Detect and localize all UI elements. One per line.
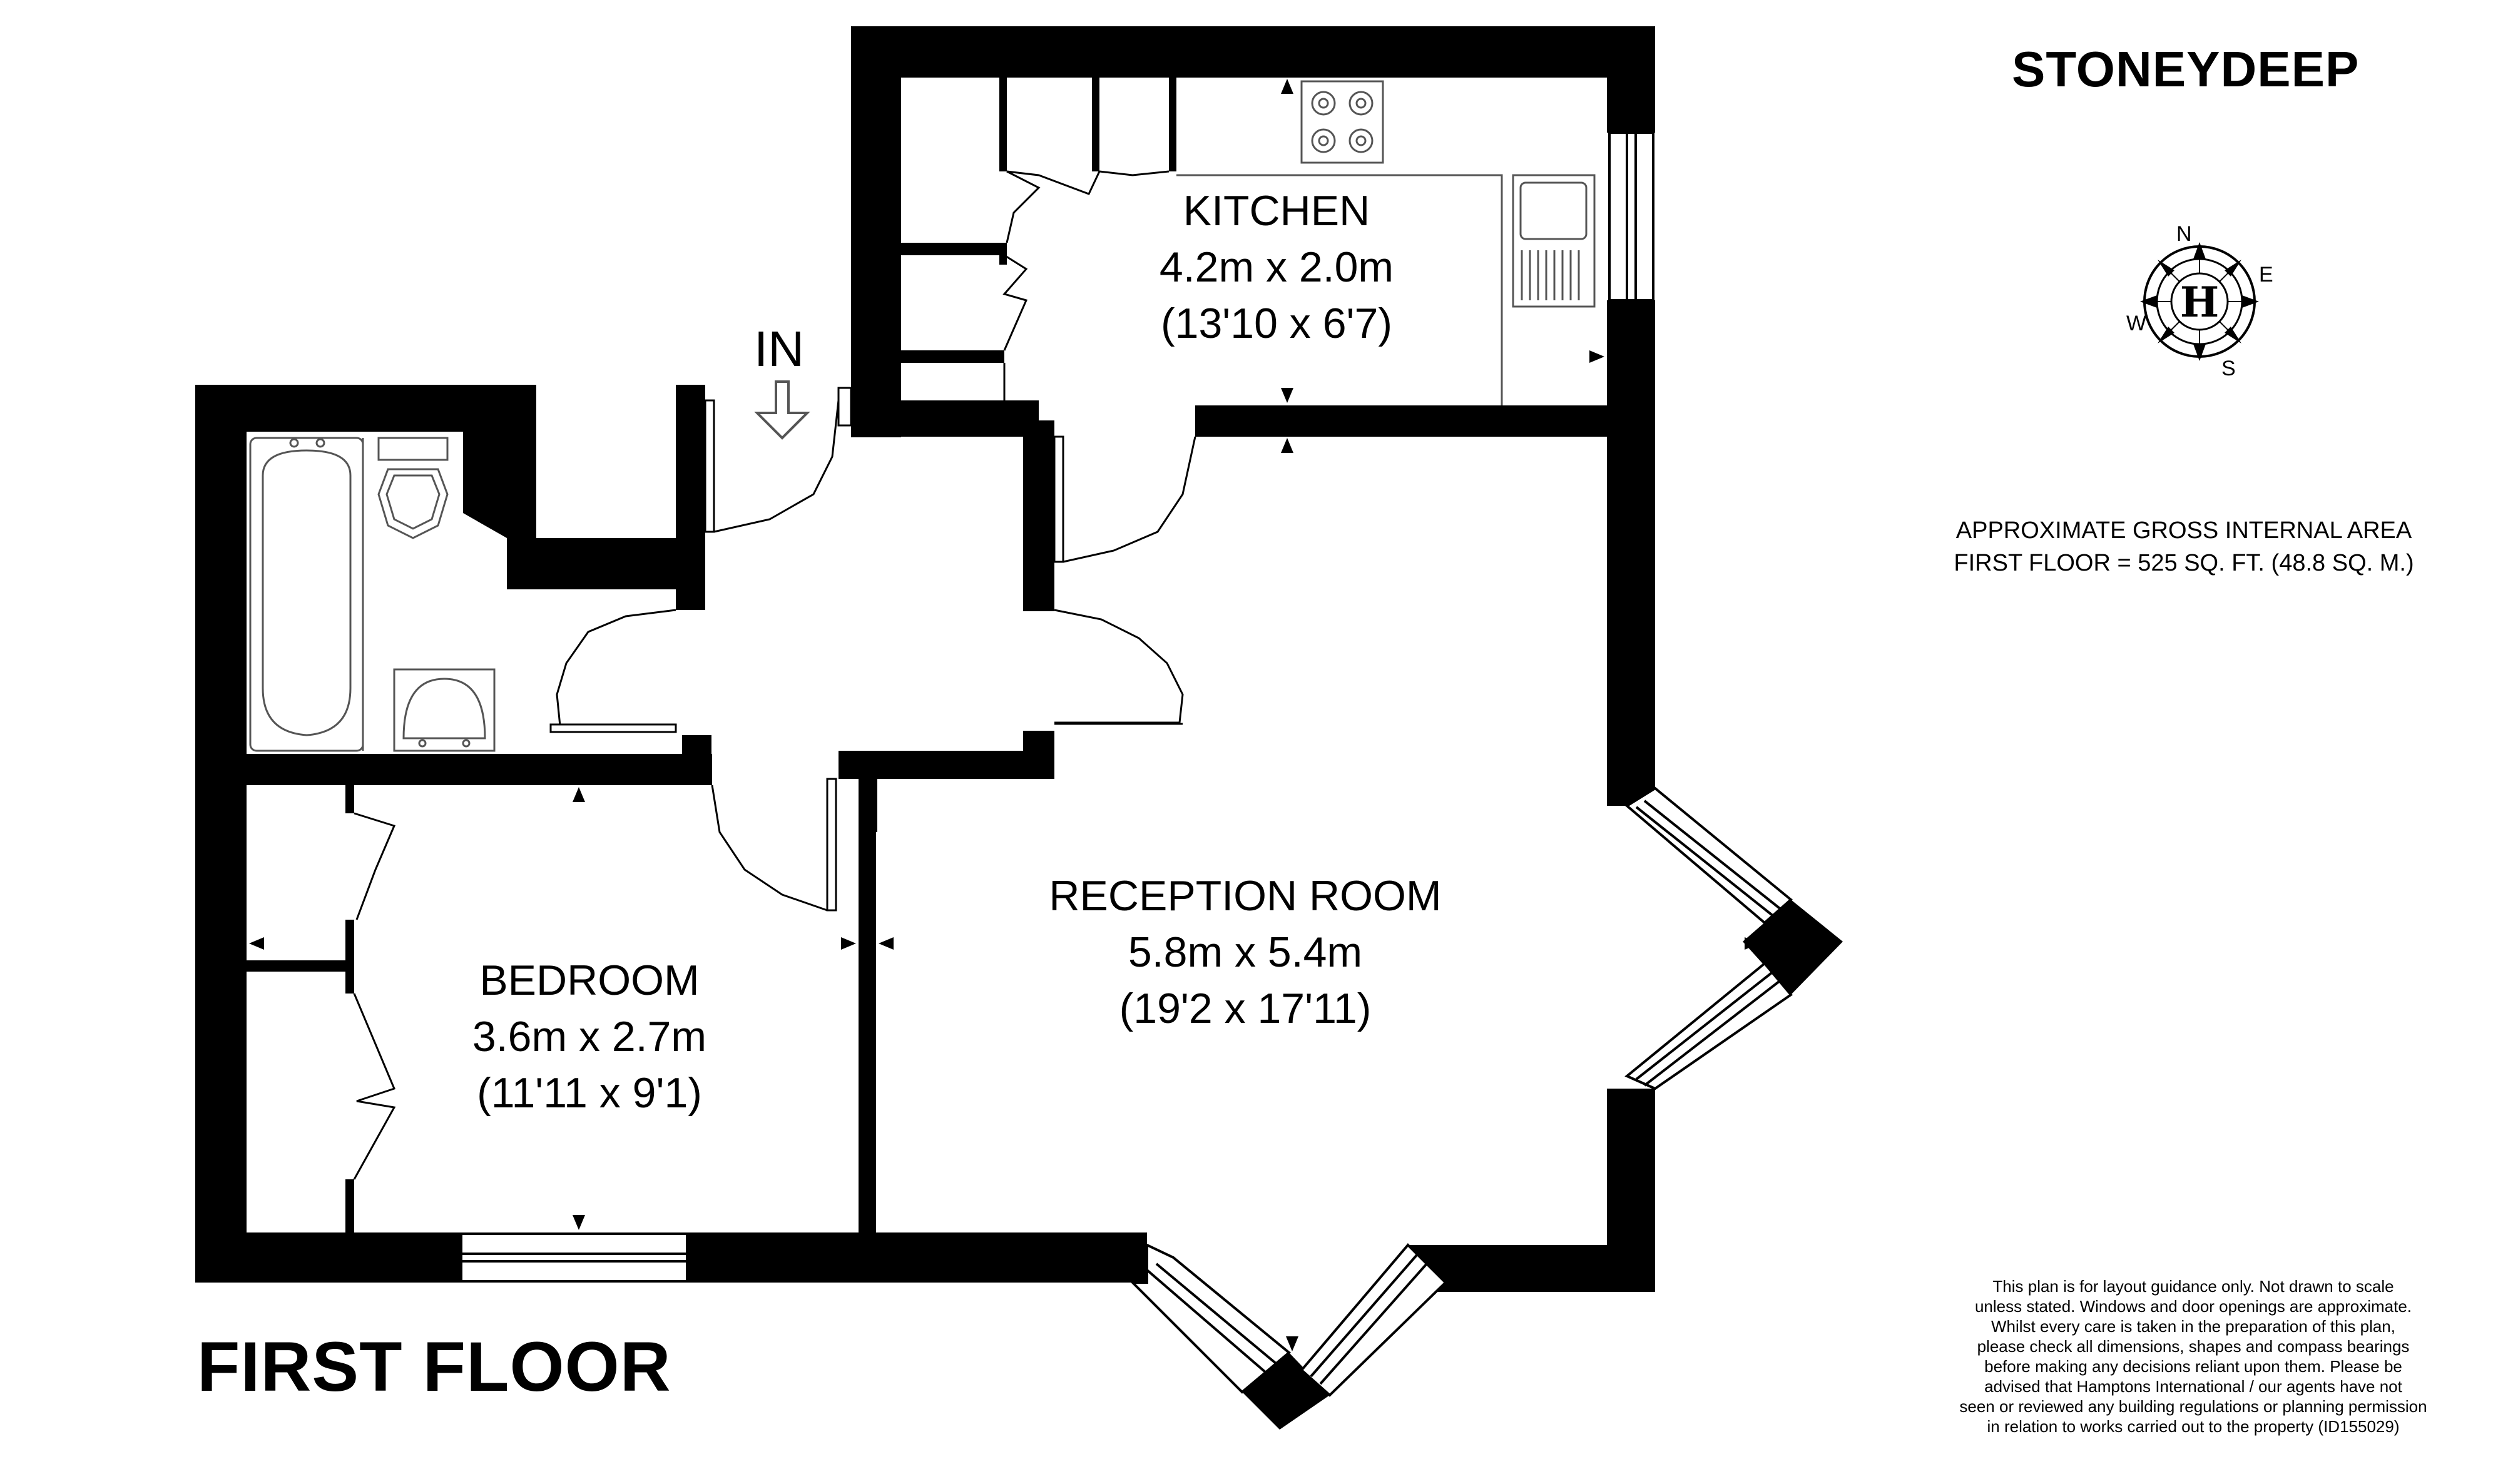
east-bay-window-lower: [1624, 962, 1793, 1090]
cupboard-door-3: [1099, 170, 1170, 176]
kitchen-cupboard-wall-4: [1092, 78, 1099, 171]
kitchen-imperial: (13'10 x 6'7): [1161, 300, 1392, 347]
bedroom-right-wall-top: [859, 770, 877, 832]
floor-title: FIRST FLOOR: [197, 1328, 671, 1406]
doors: [353, 170, 1196, 1180]
bottom-wall-right: [1408, 1245, 1655, 1292]
bathtub: [249, 437, 364, 752]
toilet-bowl: [377, 468, 449, 539]
kitchen-door-leaf: [1053, 435, 1064, 563]
washbasin: [393, 668, 496, 752]
wardrobe-partition-post: [345, 920, 354, 994]
kitchen-name: KITCHEN: [1183, 187, 1370, 235]
disclaimer-line: advised that Hamptons International / ou…: [1984, 1377, 2402, 1396]
compass-w: W: [2126, 312, 2146, 335]
east-bay-corner: [1743, 900, 1843, 995]
kitchen-worktop: [1176, 174, 1503, 405]
bedroom-window: [460, 1232, 688, 1283]
disclaimer-line: before making any decisions reliant upon…: [1984, 1357, 2402, 1376]
bathroom-chimney-breast: [463, 385, 705, 610]
disclaimer-line: unless stated. Windows and door openings…: [1974, 1297, 2412, 1316]
south-bay-window-left: [1129, 1243, 1292, 1394]
bedroom-reception-wall: [859, 770, 876, 1270]
kitchen-metric: 4.2m x 2.0m: [1160, 243, 1394, 291]
disclaimer-line: in relation to works carried out to the …: [1987, 1417, 2400, 1436]
kitchen-cupboard-wall-2: [901, 350, 1004, 363]
wardrobe-partition-post-top: [345, 782, 354, 813]
bedroom-door-swing: [711, 785, 828, 912]
room-label-bedroom: BEDROOM 3.6m x 2.7m (11'11 x 9'1): [472, 957, 706, 1117]
kitchen-cupboard-wall-3: [999, 78, 1007, 171]
wardrobe-door-upper: [354, 812, 396, 920]
wardrobe-partition-post-bottom: [345, 1179, 354, 1232]
kitchen-sink: [1512, 174, 1596, 308]
kitchen-cupboard-wall-1: [901, 243, 1004, 255]
hall-divider-wall: [1023, 420, 1054, 611]
cupboard-door-4: [1002, 254, 1028, 351]
walls: [195, 26, 1843, 1430]
bedroom-door-leaf: [826, 778, 837, 912]
bottom-wall-middle: [687, 1232, 1147, 1283]
cupboard-door-1: [1006, 170, 1041, 243]
hob: [1300, 80, 1384, 164]
kitchen-cupboard-wall-6: [999, 243, 1007, 265]
entrance-door-jamb: [837, 387, 852, 427]
bedroom-imperial: (11'11 x 9'1): [477, 1069, 702, 1117]
dimension-arrows: [249, 79, 1760, 1351]
compass-rose-icon: H: [2140, 242, 2259, 361]
reception-metric: 5.8m x 5.4m: [1128, 928, 1362, 976]
compass-s: S: [2221, 357, 2236, 380]
bathroom-door-leaf: [549, 723, 677, 733]
cupboard-door-2: [1006, 170, 1101, 195]
kitchen-wall-top: [851, 26, 1655, 78]
wardrobe-door-lower: [353, 993, 396, 1180]
reception-door-swing: [1054, 609, 1184, 724]
wardrobe-partition: [247, 960, 353, 972]
disclaimer: This plan is for layout guidance only. N…: [1902, 1276, 2484, 1436]
disclaimer-line: This plan is for layout guidance only. N…: [1992, 1277, 2394, 1296]
kitchen-door-swing: [1063, 436, 1196, 563]
area-summary: APPROXIMATE GROSS INTERNAL AREA FIRST FL…: [1915, 514, 2453, 579]
bathroom-door-swing: [556, 609, 676, 727]
entrance-arrow-icon: [754, 380, 810, 440]
windows: [460, 131, 1793, 1397]
disclaimer-line: please check all dimensions, shapes and …: [1977, 1337, 2410, 1356]
kitchen-wall-left: [851, 26, 901, 437]
compass-emblem: H: [2180, 278, 2219, 327]
compass-e: E: [2259, 263, 2273, 287]
reception-imperial: (19'2 x 17'11): [1119, 985, 1372, 1032]
room-label-kitchen: KITCHEN 4.2m x 2.0m (13'10 x 6'7): [1160, 187, 1394, 347]
entrance-door-leaf: [704, 399, 715, 533]
bathroom-wall-bottom: [195, 754, 711, 785]
kitchen-bottom-wall-left: [851, 400, 1039, 437]
bedroom-metric: 3.6m x 2.7m: [472, 1013, 706, 1060]
disclaimer-line: Whilst every care is taken in the prepar…: [1991, 1317, 2395, 1336]
toilet-cistern: [377, 437, 449, 461]
hall-wall-entrance-left: [676, 385, 705, 610]
room-label-reception: RECEPTION ROOM 5.8m x 5.4m (19'2 x 17'11…: [1049, 872, 1441, 1032]
bathtub-basin: [262, 449, 352, 736]
reception-name: RECEPTION ROOM: [1049, 872, 1441, 920]
reception-wall-right-upper: [1607, 405, 1655, 806]
left-outer-wall: [195, 385, 247, 1283]
kitchen-wall-right-upper: [1607, 26, 1655, 133]
property-name: STONEYDEEP: [2012, 41, 2360, 97]
entrance-label: IN: [754, 321, 804, 377]
kitchen-cupboard-wall-5: [1169, 78, 1176, 171]
south-bay-corner: [1242, 1353, 1330, 1430]
area-line-1: APPROXIMATE GROSS INTERNAL AREA: [1955, 517, 2412, 544]
entrance-door-swing: [713, 400, 840, 533]
fixtures: [249, 80, 1596, 752]
kitchen-window: [1608, 131, 1654, 302]
bedroom-name: BEDROOM: [479, 957, 699, 1004]
bedroom-door-jamb: [693, 754, 712, 785]
east-bay-window-upper: [1624, 786, 1793, 925]
compass-n: N: [2176, 222, 2192, 246]
area-line-2: FIRST FLOOR = 525 SQ. FT. (48.8 SQ. M.): [1954, 550, 2414, 576]
disclaimer-line: seen or reviewed any building regulation…: [1959, 1397, 2427, 1416]
kitchen-bottom-wall-right: [1195, 405, 1655, 437]
